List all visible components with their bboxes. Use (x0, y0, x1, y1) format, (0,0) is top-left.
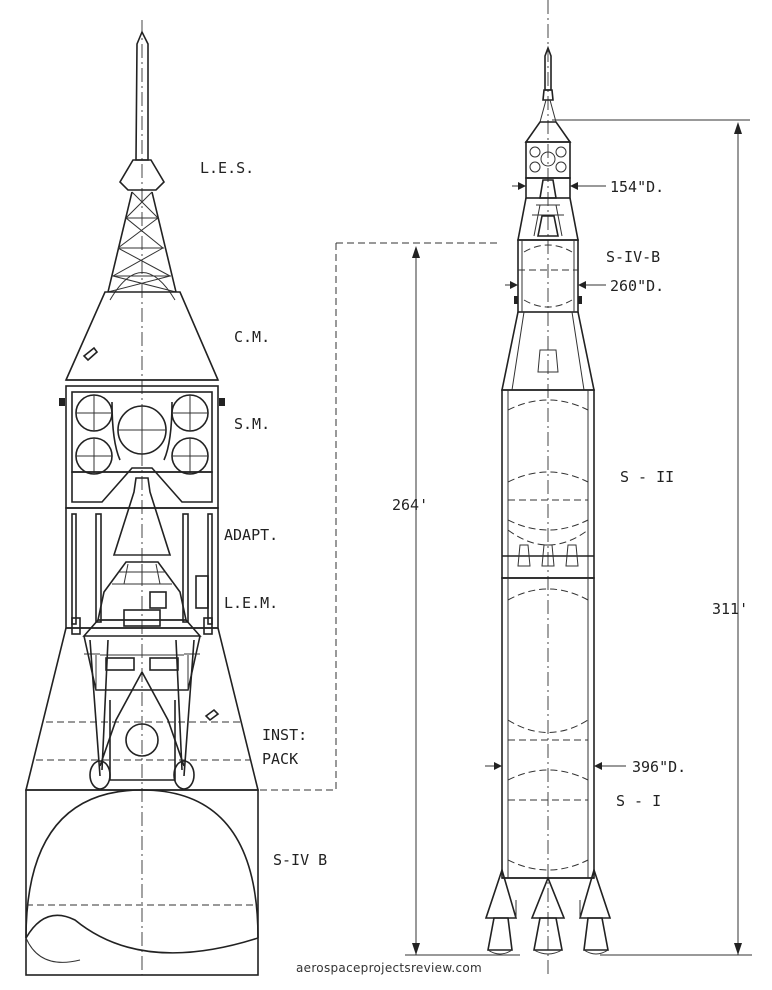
label-dia-260: 260"D. (610, 277, 664, 295)
label-s2: S - II (620, 468, 674, 486)
label-dia-396: 396"D. (632, 758, 686, 776)
label-les: L.E.S. (200, 159, 254, 177)
label-s4b-right: S-IV-B (606, 248, 660, 266)
label-inst-pack-line1: INST: (262, 726, 307, 744)
label-sm: S.M. (234, 415, 270, 433)
label-height-311: 311' (712, 600, 748, 618)
saturn-s4b (501, 239, 595, 391)
watermark-text: aerospaceprojectsreview.com (296, 961, 482, 975)
dimension-264 (258, 242, 520, 956)
label-s4b-left: S-IV B (273, 851, 327, 869)
label-inst-pack-line2: PACK (262, 750, 298, 768)
dimension-311 (552, 119, 752, 956)
diameter-arrows (485, 182, 626, 770)
spacecraft-stack-drawing (24, 20, 260, 976)
label-height-264: 264' (392, 496, 428, 514)
label-cm: C.M. (234, 328, 270, 346)
saturn-v-drawing (484, 0, 626, 975)
lunar-module (66, 561, 218, 691)
label-s1: S - I (616, 792, 661, 810)
saturn-s1 (484, 577, 612, 955)
les-tower (107, 30, 177, 301)
s4b-tank (25, 789, 259, 976)
label-adapt: ADAPT. (224, 526, 278, 544)
label-lem: L.E.M. (224, 594, 278, 612)
label-dia-154: 154"D. (610, 178, 664, 196)
